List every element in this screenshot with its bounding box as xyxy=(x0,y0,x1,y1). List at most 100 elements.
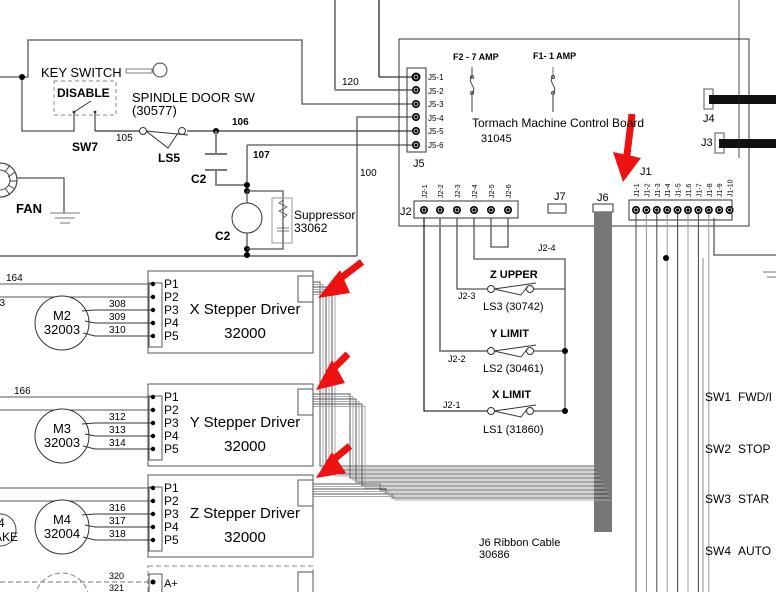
partial-motor-line1: 4 xyxy=(0,516,5,530)
j1-pin-label: J1-4 xyxy=(665,183,672,197)
driver-title: Z Stepper Driver xyxy=(190,505,300,522)
wire-106: 106 xyxy=(232,117,249,128)
limit-name-y: Y LIMIT xyxy=(490,328,529,340)
limit-switch-wiring xyxy=(423,218,566,412)
motor-wire-label: 316 xyxy=(109,503,126,514)
driver-title: Y Stepper Driver xyxy=(190,414,301,431)
driver-pin-label: P1 xyxy=(164,277,179,291)
j1-pin xyxy=(642,206,651,214)
motor-label: M3 xyxy=(53,421,71,436)
ribbon-part: 30686 xyxy=(479,549,510,561)
driver-title: X Stepper Driver xyxy=(190,301,301,318)
j2-4-wire-label: J2-4 xyxy=(538,243,556,253)
j1-pin xyxy=(663,206,672,214)
motor-part: 32004 xyxy=(44,526,80,541)
j6-label: J6 xyxy=(597,192,609,204)
motor-part: 32003 xyxy=(44,435,80,450)
fuse-f1-icon xyxy=(550,67,556,112)
driver-pin-label: P4 xyxy=(164,520,179,534)
svg-text:STOP: STOP xyxy=(738,442,770,456)
j1-pin xyxy=(694,206,703,214)
motor-icon xyxy=(34,408,90,464)
driver-pin-label: P2 xyxy=(164,403,179,417)
disable-label: DISABLE xyxy=(57,86,110,100)
ribbon-wire xyxy=(313,403,604,487)
driver-pin-label: P5 xyxy=(164,533,179,547)
driver-pin-label: P1 xyxy=(164,390,179,404)
j2-pin xyxy=(470,206,478,214)
board-title: Tormach Machine Control Board xyxy=(472,116,644,130)
limit-name-z: Z UPPER xyxy=(490,269,538,281)
j2-pin xyxy=(436,206,444,214)
j1-pin xyxy=(632,206,640,214)
j6-connector xyxy=(592,203,614,213)
motor-wire-label: 310 xyxy=(109,325,126,336)
arrow-icon xyxy=(318,270,350,298)
j1-pin xyxy=(684,206,692,214)
j3-cable xyxy=(719,139,776,148)
input-wire-label: 63 xyxy=(0,298,6,309)
j2-pin-label: J2-4 xyxy=(472,184,479,198)
driver-ribbon-connector xyxy=(297,275,314,303)
limit-switch-icon xyxy=(487,404,537,418)
ribbon-wire xyxy=(313,284,595,469)
suppressor-label: Suppressor xyxy=(294,208,355,222)
key-switch-label: KEY SWITCH xyxy=(41,65,122,80)
junction-dot xyxy=(19,74,25,80)
j1-pin xyxy=(652,206,661,214)
limit-switch-symbols xyxy=(487,282,537,418)
driver-pin-label: P3 xyxy=(164,416,179,430)
arrow-icon xyxy=(316,452,346,478)
ribbon-wire xyxy=(313,396,601,481)
j2-pin-label: J2-1 xyxy=(422,184,429,198)
fourth-driver-wire-2: 321 xyxy=(109,583,124,592)
j2-pin-label: J2-2 xyxy=(438,184,445,198)
wire-105: 105 xyxy=(116,133,133,144)
svg-text:SW2: SW2 xyxy=(705,442,731,456)
driver-box xyxy=(147,270,314,354)
driver-part: 32000 xyxy=(224,438,266,455)
svg-text:J5-3: J5-3 xyxy=(428,100,444,109)
svg-text:J5-2: J5-2 xyxy=(428,87,444,96)
j4-cable xyxy=(709,95,776,104)
fuse-f2-label: F2 - 7 AMP xyxy=(453,52,499,62)
j1-pin-label: J1-3 xyxy=(655,183,662,197)
motor-wire-label: 314 xyxy=(109,438,126,449)
spindle-door-part: (30577) xyxy=(132,103,177,118)
j1-pin xyxy=(715,206,724,214)
j1-label: J1 xyxy=(640,166,652,178)
junction-dot xyxy=(244,182,250,188)
fuse-f1-label: F1- 1 AMP xyxy=(533,51,576,61)
j2-pin xyxy=(420,206,428,214)
j1-pin xyxy=(725,206,734,214)
j4-label: J4 xyxy=(703,113,715,125)
board-part: 31045 xyxy=(481,133,512,145)
wire-107: 107 xyxy=(253,150,270,161)
ribbon-wire xyxy=(313,401,603,485)
capacitor-c2 xyxy=(205,131,247,186)
j5-pins xyxy=(411,72,421,149)
fuse-f2-icon xyxy=(469,67,475,112)
input-wire-label: 164 xyxy=(6,273,23,284)
svg-text:J5-1: J5-1 xyxy=(428,73,444,82)
key-icon xyxy=(125,62,168,78)
control-board xyxy=(398,38,750,227)
j6-ribbon-bundle xyxy=(594,212,612,532)
limit-name-x: X LIMIT xyxy=(492,389,531,401)
svg-text:STAR: STAR xyxy=(738,492,769,506)
svg-text:SW4: SW4 xyxy=(705,544,731,558)
junction-dot xyxy=(663,255,669,261)
j2-pin xyxy=(504,206,512,214)
motor-label: M2 xyxy=(53,308,71,323)
j2-connector xyxy=(413,200,519,219)
motor-icon xyxy=(34,499,90,555)
limit-switch-icon xyxy=(487,282,537,296)
wire-120: 120 xyxy=(342,77,359,88)
j2-pin-label: J2-5 xyxy=(489,184,496,198)
j2-pins xyxy=(420,206,512,214)
svg-text:AUTO: AUTO xyxy=(738,544,771,558)
